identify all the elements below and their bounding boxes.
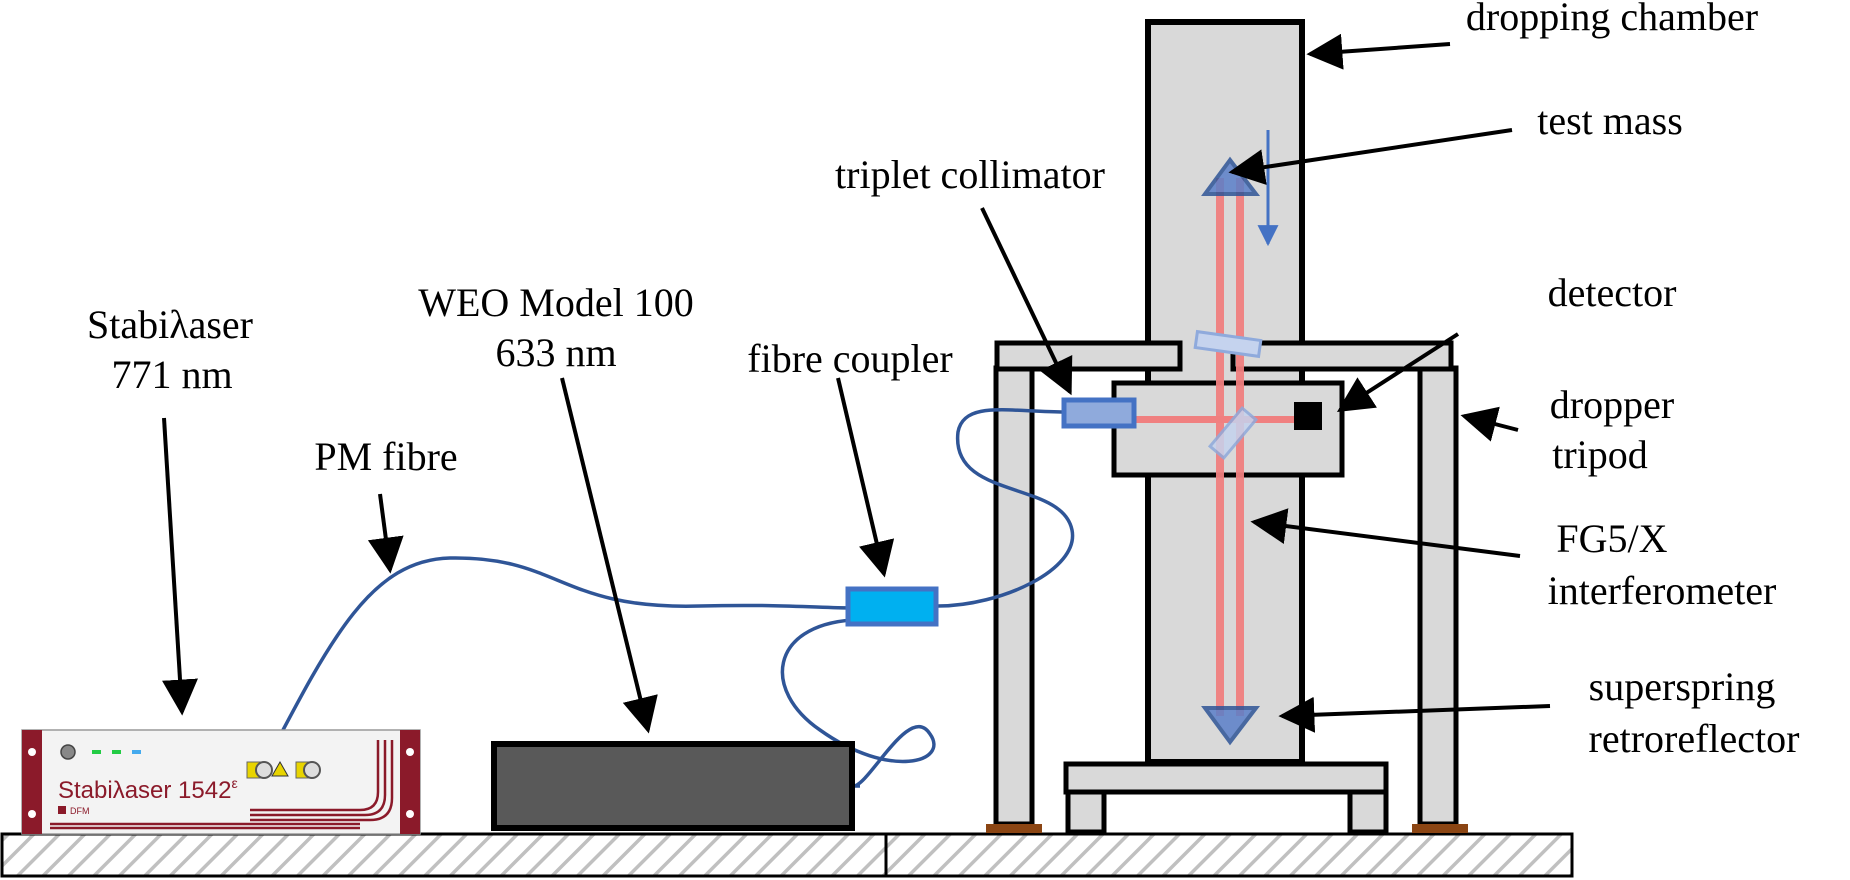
arrow-triplet-collimator [980, 207, 1073, 396]
arrow-retroreflector [1278, 696, 1551, 733]
tripod-leg-right [1417, 365, 1459, 827]
detector [1294, 402, 1322, 430]
label-stabilaser-line1: Stabiλaser [87, 302, 253, 347]
rack-ear-left [22, 730, 42, 834]
power-knob [60, 744, 76, 760]
label-test-mass: test mass [1537, 98, 1683, 143]
label-dropper-tripod-line2: tripod [1552, 432, 1648, 477]
arrow-pm-fibre [367, 493, 404, 574]
stabilaser-device: Stabiλaser 1542ε DFM [21, 729, 421, 835]
label-dropping-chamber: dropping chamber [1466, 0, 1758, 39]
floor-left [0, 832, 888, 878]
label-detector: detector [1548, 270, 1677, 315]
arrow-dropping-chamber [1306, 33, 1451, 70]
arrow-detector [1336, 332, 1460, 412]
interferometer-beamsplitter [1207, 405, 1259, 461]
device-maker-label: DFM [70, 806, 90, 816]
label-triplet-collimator: triplet collimator [835, 152, 1105, 197]
tripod-foot-right [1412, 824, 1468, 833]
fibre-to-collimator [937, 408, 1075, 608]
device-brand-label: Stabiλaser 1542ε [58, 775, 238, 804]
label-pm-fibre: PM fibre [314, 434, 457, 479]
leader-arrows [162, 33, 1551, 734]
arrow-dropper-tripod [1460, 406, 1519, 442]
tripod-foot-left [986, 824, 1042, 833]
label-fibre-coupler: fibre coupler [747, 336, 952, 381]
superspring-retroreflector [1201, 706, 1261, 746]
arrow-weo [560, 377, 658, 734]
label-weo-line1: WEO Model 100 [418, 280, 694, 325]
arrow-stabilaser [162, 417, 198, 716]
arrow-interferometer [1250, 508, 1521, 558]
reference-beamsplitter [1193, 329, 1263, 359]
fibres [260, 408, 1075, 788]
label-interferometer-line2: interferometer [1548, 568, 1777, 613]
tripod-top-right [1230, 340, 1454, 372]
arrow-fibre-coupler [836, 377, 895, 578]
floor-right [884, 832, 1574, 878]
label-weo-line2: 633 nm [495, 330, 616, 375]
dropper-tripod [986, 340, 1468, 833]
superspring-base [1063, 761, 1389, 835]
pm-fibre [260, 556, 853, 771]
tripod-top-left [994, 340, 1183, 372]
label-interferometer-line1: FG5/X [1556, 516, 1667, 561]
fibre-coupler [845, 586, 939, 627]
label-retroreflector-line2: retroreflector [1589, 716, 1800, 761]
arrow-test-mass [1228, 128, 1513, 185]
labels: Stabiλaser 771 nm WEO Model 100 633 nm P… [87, 0, 1799, 761]
weo-laser-box [491, 741, 855, 831]
label-stabilaser-line2: 771 nm [111, 352, 232, 397]
label-dropper-tripod-line1: dropper [1550, 382, 1674, 427]
rack-ear-right [400, 730, 420, 834]
label-retroreflector-line1: superspring [1589, 664, 1776, 709]
fibre-to-weo [780, 618, 936, 788]
triplet-collimator [1061, 397, 1137, 429]
floor [0, 832, 1574, 878]
